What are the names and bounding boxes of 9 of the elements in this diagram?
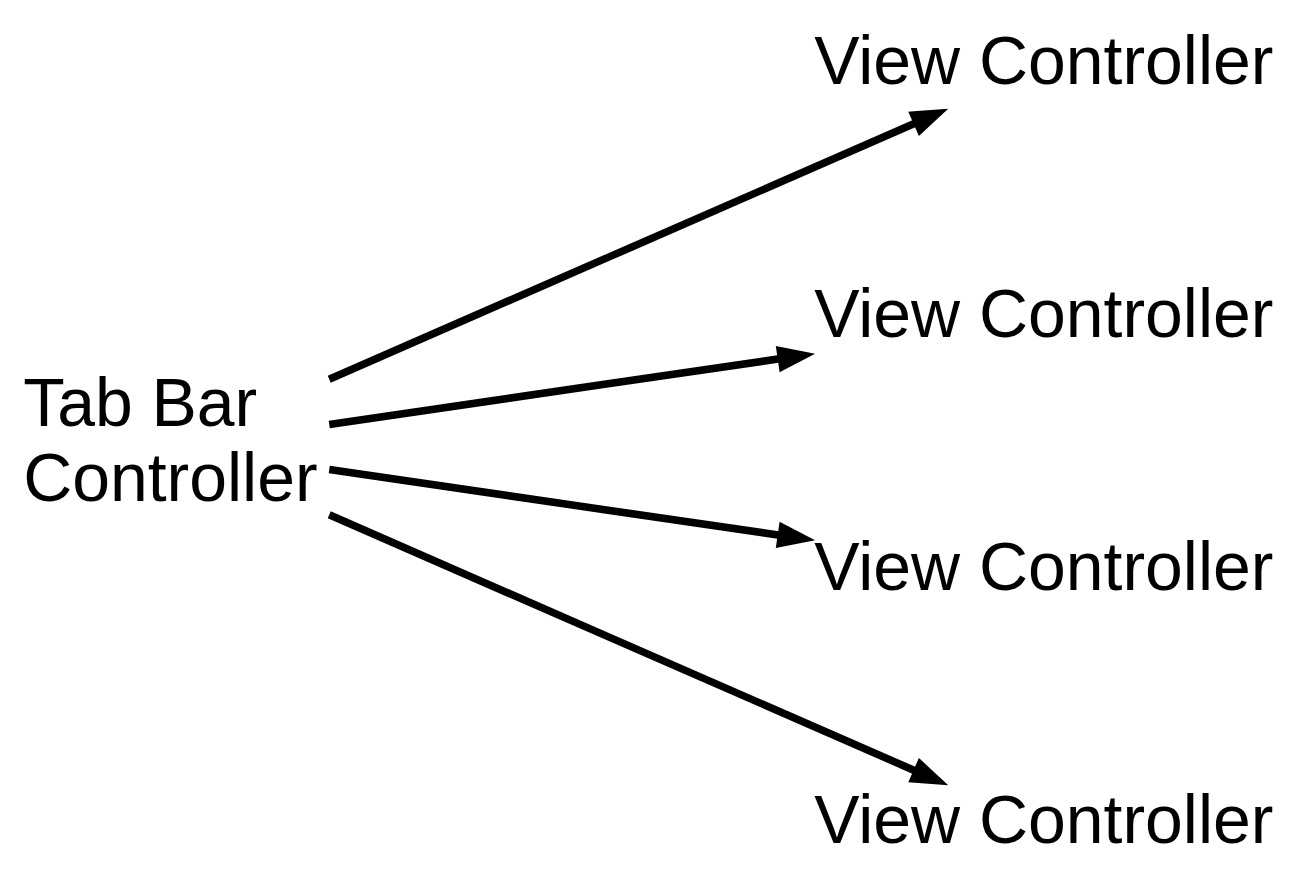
node-text: View Controller xyxy=(814,781,1274,857)
node-text: View Controller xyxy=(814,528,1274,604)
arrow xyxy=(328,345,816,428)
arrow xyxy=(327,510,949,785)
node-text: Tab Bar Controller xyxy=(23,364,318,515)
arrow xyxy=(327,108,949,383)
node-text: View Controller xyxy=(814,22,1274,98)
arrow xyxy=(328,465,816,548)
node-text: View Controller xyxy=(814,275,1274,351)
